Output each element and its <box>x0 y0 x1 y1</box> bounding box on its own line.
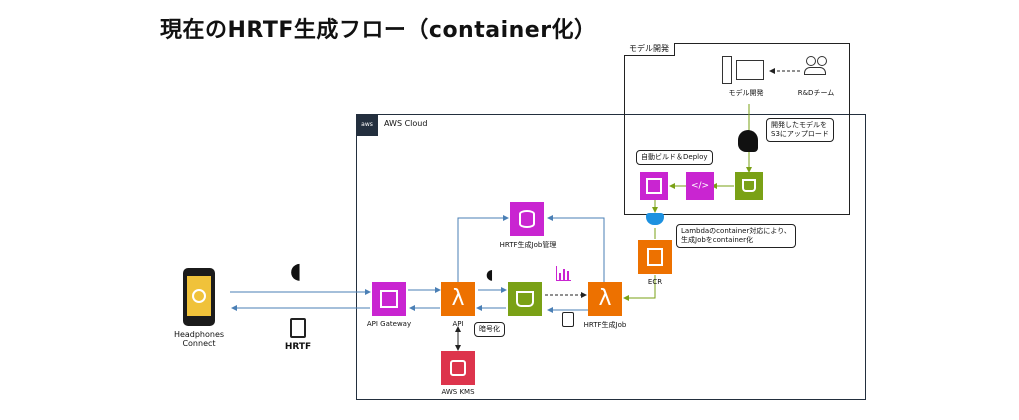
api-lambda-icon: λ <box>441 282 475 316</box>
kms-label: AWS KMS <box>441 388 475 396</box>
ecr-label: ECR <box>647 278 663 286</box>
phone-label: Headphones Connect <box>173 330 225 348</box>
hrtf-job-lambda-icon: λ <box>588 282 622 316</box>
upload-callout: 開発したモデルを S3にアップロード <box>766 118 834 142</box>
team-icon <box>804 56 828 78</box>
ecr-icon <box>638 240 672 274</box>
model-dev-pc-label: モデル開発 <box>728 89 764 97</box>
hrtf-job-label: HRTF生成Job <box>583 321 627 329</box>
api-label: API <box>452 320 464 328</box>
lambda-container-callout: Lambdaのcontainer対応により、 生成Jobをcontainer化 <box>676 224 796 248</box>
hrtf-file-icon <box>290 318 306 338</box>
document-icon <box>562 312 574 327</box>
developer-head-icon <box>738 130 758 152</box>
aws-cloud-label: AWS Cloud <box>384 119 428 128</box>
rd-team-label: R&Dチーム <box>797 89 835 97</box>
code-icon: </> <box>686 172 714 200</box>
analytics-icon <box>556 266 571 281</box>
page-title: 現在のHRTF生成フロー（container化） <box>160 18 597 43</box>
job-management-label: HRTF生成Job管理 <box>499 241 557 249</box>
api-gateway-icon <box>372 282 406 316</box>
aws-cloud-group <box>356 114 866 400</box>
codebuild-icon <box>640 172 668 200</box>
model-dev-group-label: モデル開発 <box>624 43 675 56</box>
job-management-icon <box>510 202 544 236</box>
model-s3-bucket-icon <box>735 172 763 200</box>
aws-logo-icon: aws <box>356 114 378 136</box>
encrypt-callout: 暗号化 <box>474 322 505 337</box>
pc-tower-icon <box>722 56 732 84</box>
hrtf-label: HRTF <box>284 342 312 352</box>
monitor-icon <box>736 60 764 80</box>
smartphone-icon <box>183 268 215 326</box>
ear-icon: ◖ <box>290 259 302 284</box>
model-dev-group <box>624 43 850 215</box>
api-gateway-label: API Gateway <box>366 320 412 328</box>
s3-bucket-icon <box>508 282 542 316</box>
auto-build-callout: 自動ビルド＆Deploy <box>636 150 713 165</box>
docker-icon <box>646 213 664 225</box>
ear-small-icon: ◖ <box>486 267 494 283</box>
kms-icon <box>441 351 475 385</box>
